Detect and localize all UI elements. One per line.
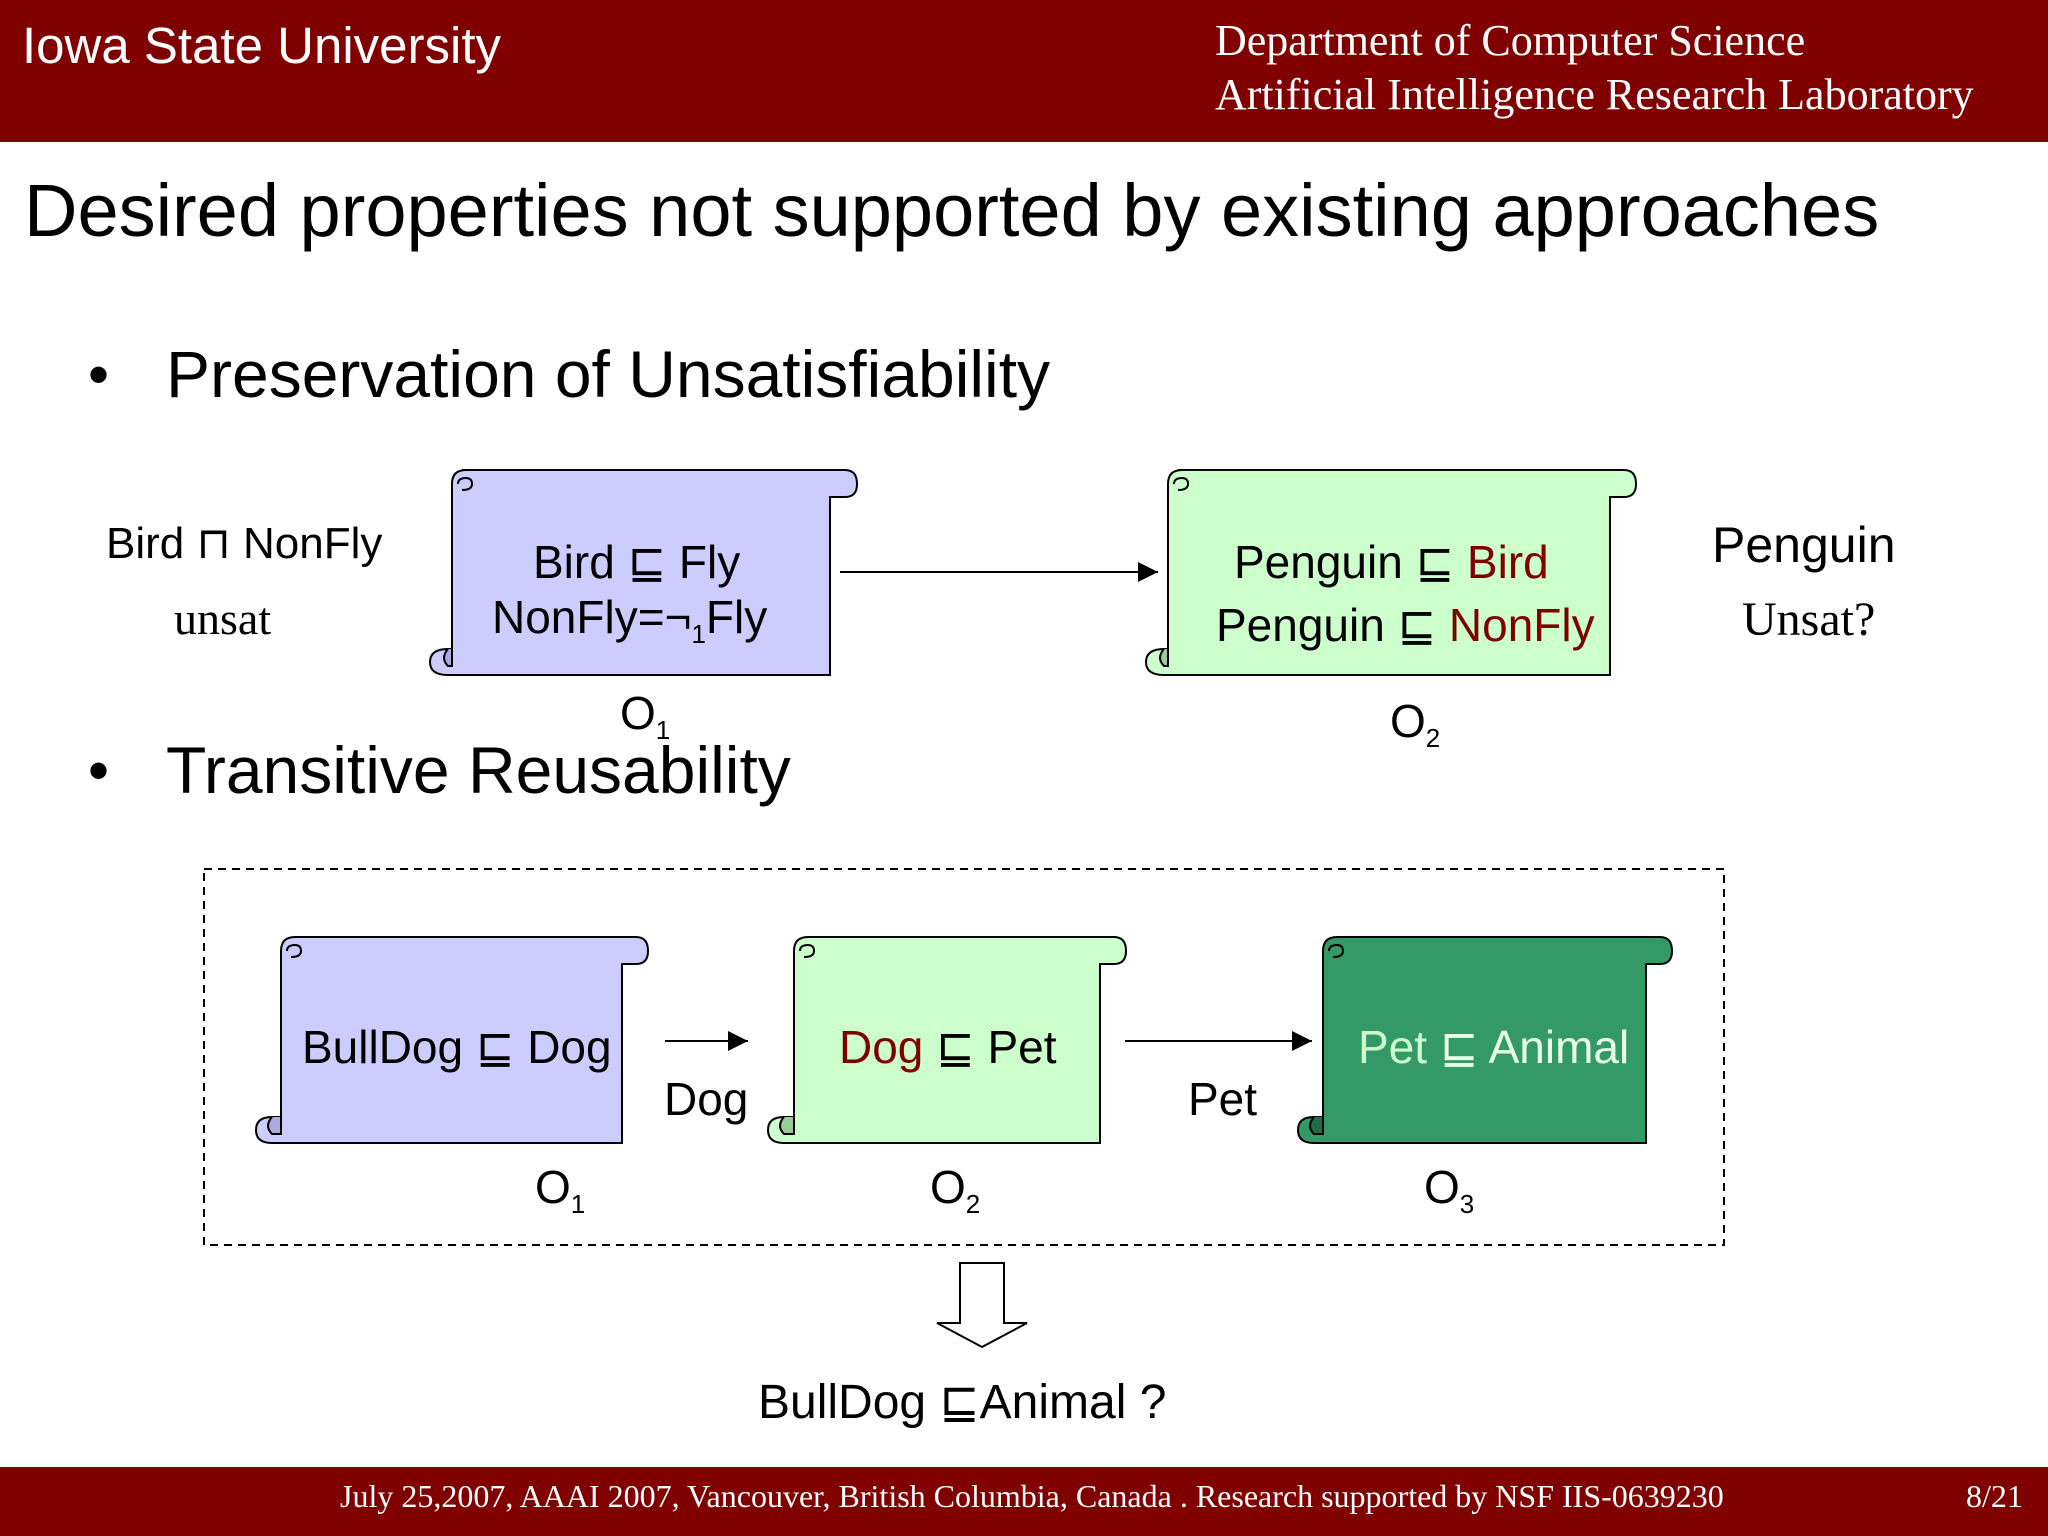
department-lab: Department of Computer Science Artificia… (1215, 14, 1974, 122)
conclusion: BullDog ⊑Animal ? (758, 1376, 1167, 1429)
scroll-o1-bottom (254, 936, 650, 1144)
o1-axiom-1: Bird ⊑ Fly (533, 536, 741, 588)
page-number: 8/21 (1966, 1478, 2023, 1514)
dashed-frame (203, 868, 1725, 1246)
left-formula: Bird ⊓ NonFly (106, 519, 383, 568)
o1-axiom-2: NonFly=¬1Fly (492, 591, 768, 649)
university-name: Iowa State University (22, 17, 502, 74)
footer-bar (0, 1467, 2048, 1536)
scroll-o2-top (1144, 469, 1638, 676)
bullet-dot-2: • (88, 737, 110, 804)
footer-text: July 25,2007, AAAI 2007, Vancouver, Brit… (340, 1478, 1724, 1514)
scroll-o2-bottom (766, 936, 1128, 1144)
o1-label-bottom: O1 (535, 1161, 586, 1219)
o2-label-bottom: O2 (930, 1161, 981, 1219)
o3-axiom-bottom: Pet ⊑ Animal (1358, 1021, 1630, 1073)
o2-label-top: O2 (1390, 695, 1441, 753)
bullet-dot-1: • (88, 341, 110, 408)
bullet-1: Preservation of Unsatisfiability (166, 337, 1051, 411)
o1-axiom-bottom: BullDog ⊑ Dog (302, 1021, 612, 1073)
scroll-o1-top (428, 469, 859, 676)
down-arrow-icon (936, 1262, 1028, 1349)
lab-name: Artificial Intelligence Research Laborat… (1215, 70, 1974, 119)
right-concept: Penguin (1712, 517, 1896, 573)
left-status: unsat (174, 593, 272, 644)
o2-axiom-1: Penguin ⊑ Bird (1234, 536, 1549, 588)
o2-axiom-2: Penguin ⊑ NonFly (1216, 599, 1595, 651)
bullet-2: Transitive Reusability (166, 733, 791, 807)
scroll-o3-bottom (1296, 936, 1674, 1144)
header-bar (0, 0, 2048, 142)
arrow2-label: Pet (1188, 1073, 1258, 1125)
slide-title: Desired properties not supported by exis… (24, 169, 1880, 252)
arrow1-label: Dog (664, 1073, 749, 1125)
o2-axiom-bottom: Dog ⊑ Pet (839, 1021, 1057, 1073)
o3-label-bottom: O3 (1424, 1161, 1475, 1219)
department-name: Department of Computer Science (1215, 16, 1806, 65)
right-status: Unsat? (1742, 593, 1876, 646)
o1-label-top: O1 (620, 687, 671, 745)
